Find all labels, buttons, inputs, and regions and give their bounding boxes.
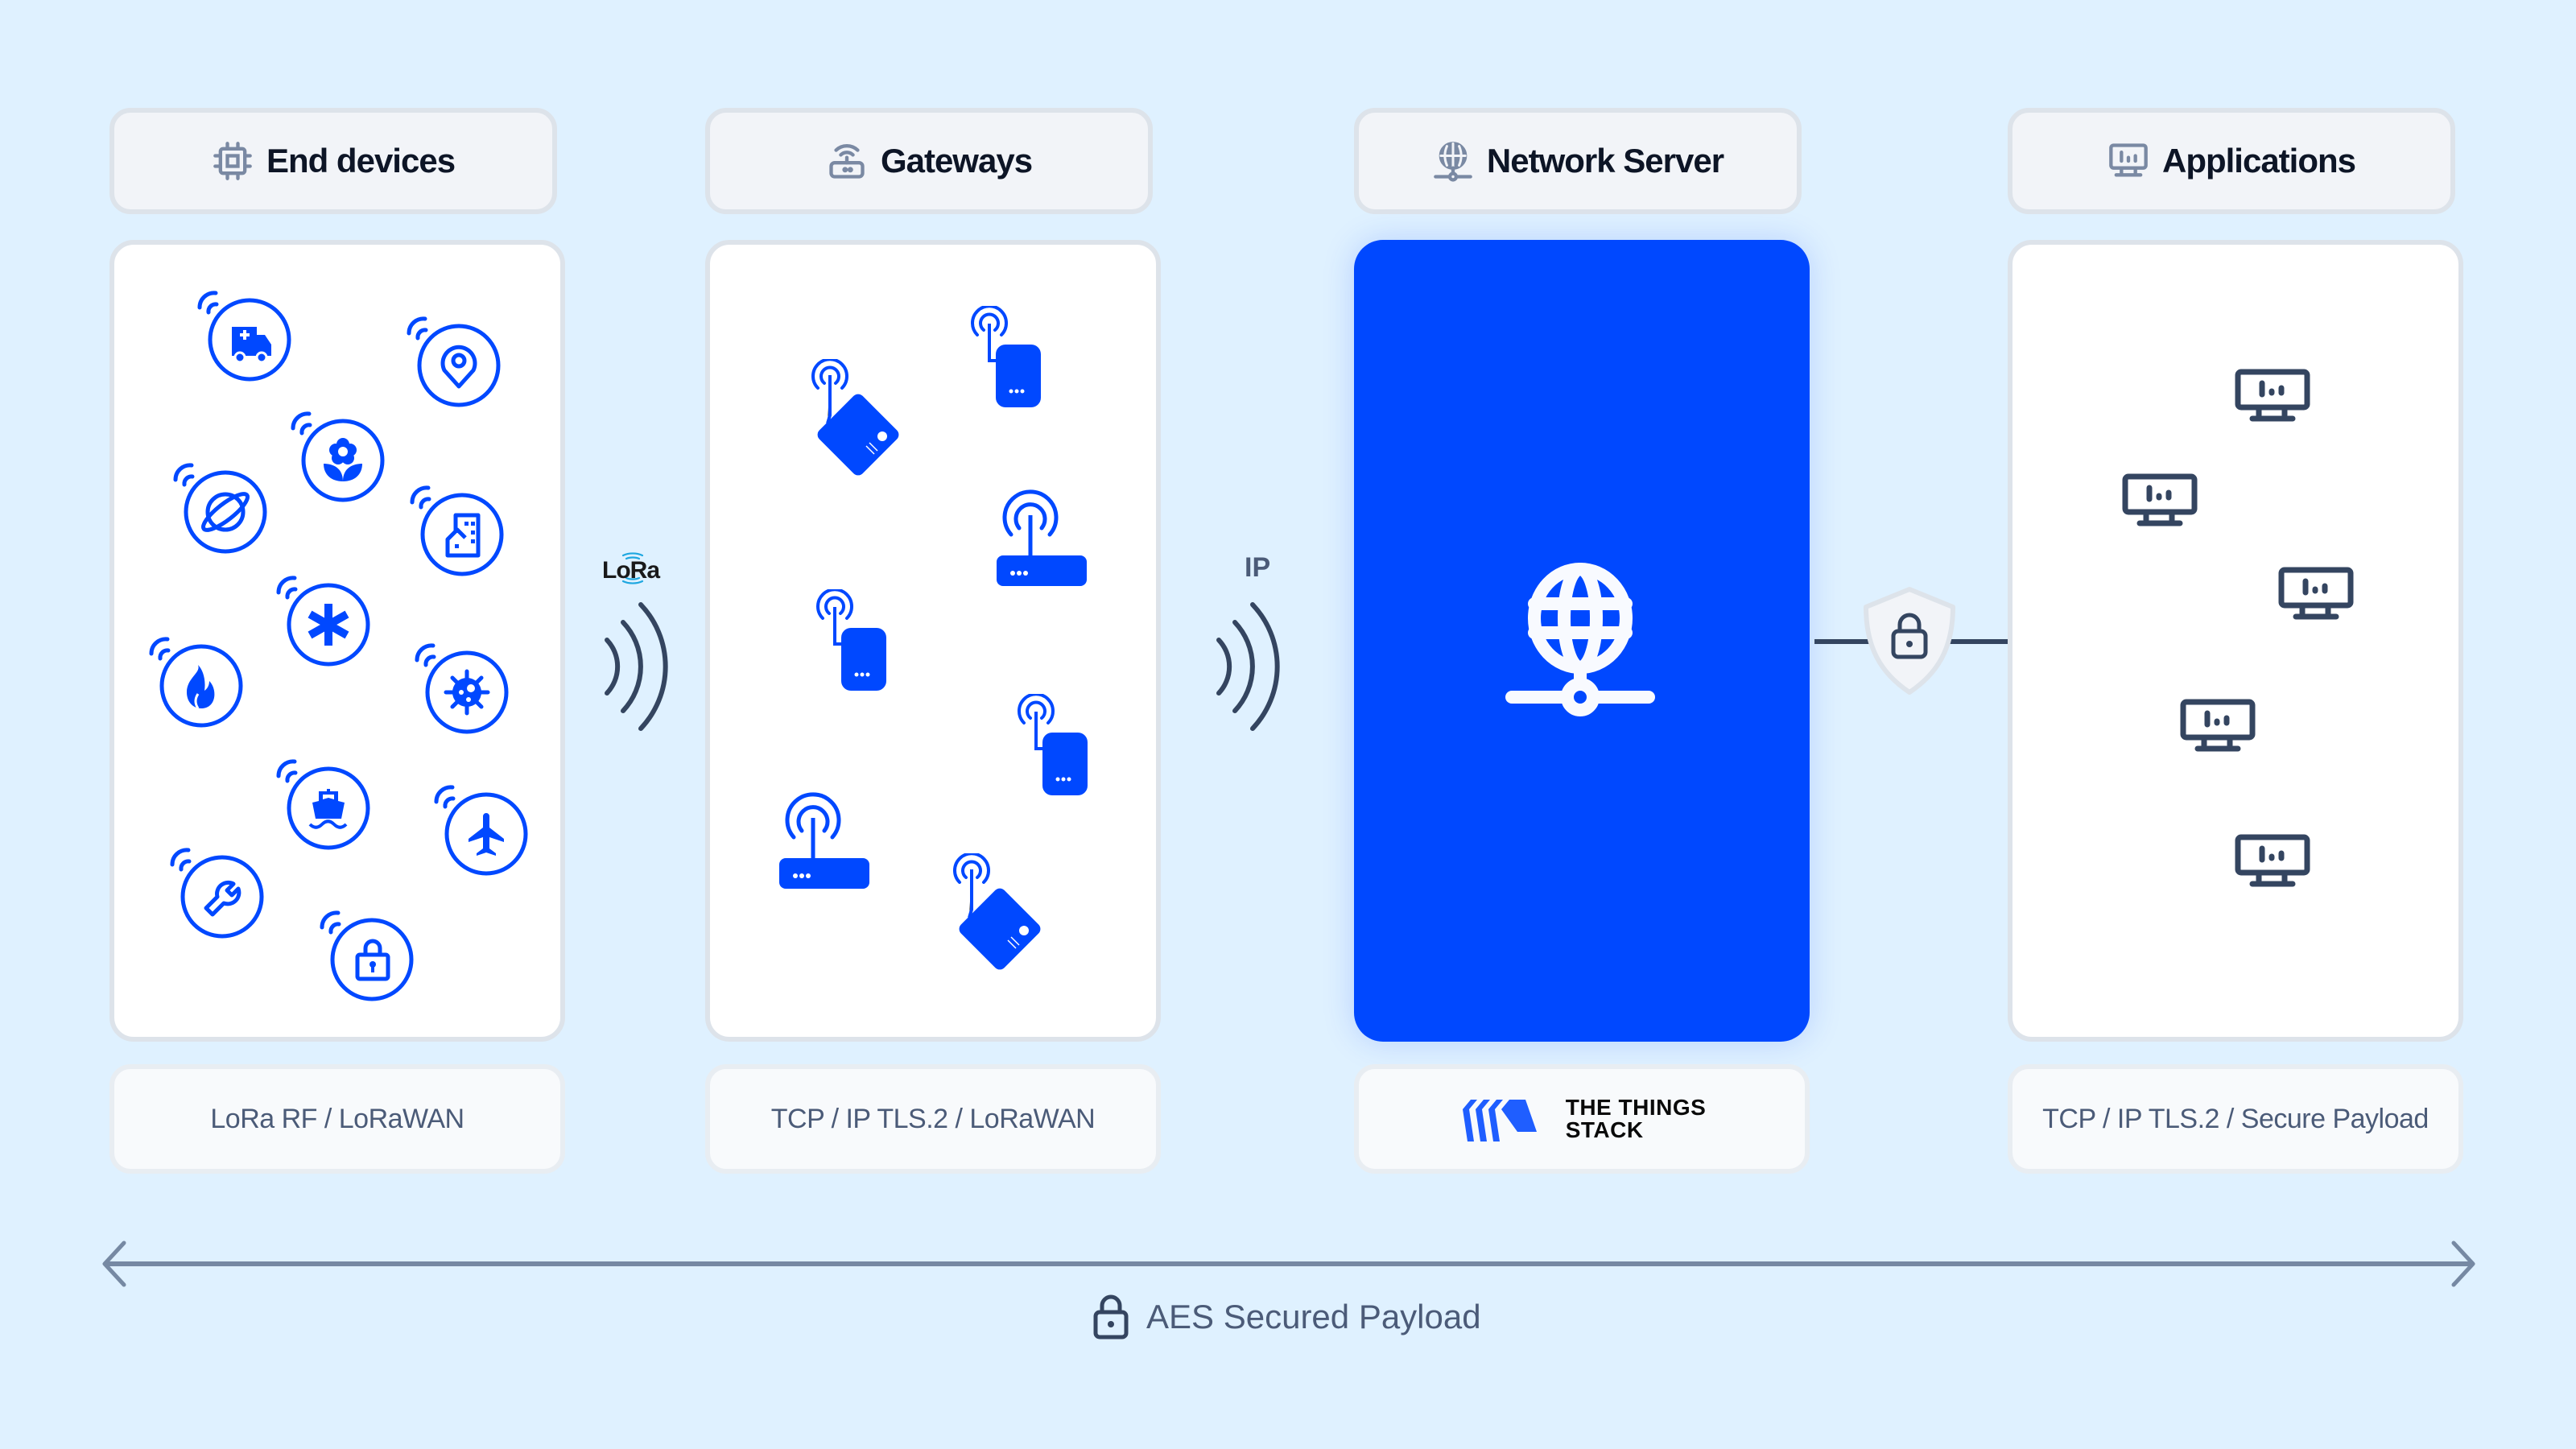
lock-icon [320, 910, 414, 1001]
network-server-globe-icon [1505, 563, 1655, 716]
device-virus [415, 636, 520, 741]
lora-signal-icon [621, 552, 644, 584]
gateway-tilted [811, 359, 899, 476]
protocol-label: TCP / IP TLS.2 / Secure Payload [2042, 1103, 2429, 1134]
monitor-chart-icon [2235, 834, 2310, 887]
header-gateways: Gateways [705, 108, 1153, 214]
header-title: Applications [2161, 142, 2356, 180]
chip-icon [213, 142, 252, 180]
panel-applications [2008, 240, 2463, 1042]
application-monitor [2235, 364, 2312, 441]
asterisk-icon [276, 576, 370, 667]
aes-label: AES Secured Payload [1146, 1298, 1481, 1335]
the-things-stack-logo-icon [1462, 1100, 1537, 1141]
tts-wordmark: THE THINGS STACK [1566, 1096, 1707, 1141]
gateway-tilted [953, 853, 1041, 970]
aes-span-arrow [102, 1241, 2475, 1287]
shield-lock-icon [1864, 587, 1955, 695]
protocol-end-devices: LoRa RF / LoRaWAN [109, 1064, 565, 1174]
gateway-portable [971, 306, 1041, 407]
panel-network-server [1354, 240, 1810, 1042]
application-monitor [2278, 562, 2355, 639]
virus-icon [415, 643, 509, 734]
network-globe-icon [1434, 142, 1472, 182]
device-lock [320, 903, 425, 1008]
device-medical [276, 568, 382, 673]
protocol-label: TCP / IP TLS.2 / LoRaWAN [770, 1103, 1096, 1134]
device-airplane [434, 778, 539, 882]
planet-icon [173, 463, 267, 554]
header-title: Network Server [1486, 142, 1724, 180]
device-building [410, 478, 515, 583]
wrench-icon [170, 848, 264, 939]
ip-label: IP [1245, 552, 1271, 583]
header-applications: Applications [2008, 108, 2455, 214]
device-flower [291, 404, 396, 509]
ship-icon [276, 759, 370, 850]
device-ship [276, 752, 382, 857]
application-monitor [2122, 469, 2199, 546]
router-icon [829, 144, 865, 179]
fire-icon [149, 637, 243, 728]
application-monitor [2180, 694, 2257, 771]
protocol-applications: TCP / IP TLS.2 / Secure Payload [2008, 1064, 2463, 1174]
panel-gateways [705, 240, 1161, 1042]
ambulance-icon [197, 291, 291, 382]
gateway-router [779, 792, 869, 889]
tts-line1: THE THINGS [1565, 1095, 1707, 1120]
monitor-chart-icon [2278, 567, 2354, 620]
location-pin-icon [407, 316, 501, 407]
device-location [407, 309, 512, 414]
lock-icon [1093, 1294, 1129, 1340]
gateway-portable [816, 589, 886, 691]
device-fire [149, 630, 254, 734]
device-wrench [170, 840, 275, 945]
header-network-server: Network Server [1354, 108, 1802, 214]
device-ambulance [197, 283, 303, 388]
monitor-chart-icon [2180, 699, 2256, 752]
aes-secured-payload: AES Secured Payload [1093, 1294, 1481, 1340]
gateway-router [997, 489, 1087, 586]
tts-line2: STACK [1565, 1117, 1644, 1142]
header-title: Gateways [880, 142, 1033, 180]
monitor-chart-icon [2235, 369, 2310, 422]
monitor-chart-icon [2122, 473, 2198, 526]
protocol-gateways: TCP / IP TLS.2 / LoRaWAN [705, 1064, 1161, 1174]
monitor-chart-icon [2109, 143, 2148, 177]
header-title: End devices [266, 142, 456, 180]
flower-icon [291, 411, 385, 502]
lora-radio-waves-icon [605, 602, 668, 731]
gateway-portable [1018, 694, 1088, 795]
building-icon [410, 485, 504, 576]
ip-radio-waves-icon [1216, 602, 1280, 731]
the-things-stack-logo: THE THINGS STACK [1354, 1064, 1810, 1174]
application-monitor [2235, 829, 2312, 906]
header-end-devices: End devices [109, 108, 557, 214]
device-planet [173, 456, 279, 560]
lora-label: LoRa [602, 557, 660, 584]
airplane-icon [434, 785, 528, 876]
protocol-label: LoRa RF / LoRaWAN [210, 1103, 464, 1134]
